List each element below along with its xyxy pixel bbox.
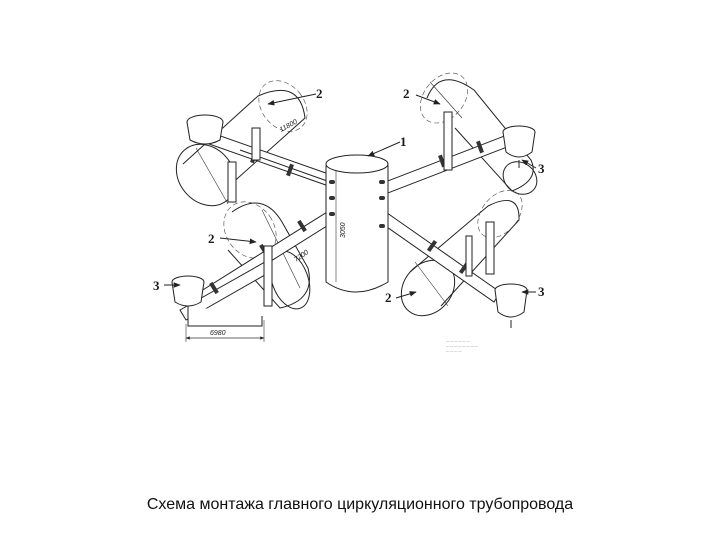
- steam-generator-top-left: [175, 80, 308, 207]
- pump-bottom-left: [171, 275, 205, 307]
- callout-1-reactor: 1: [400, 134, 407, 149]
- callout-2-top-left: 2: [316, 86, 323, 101]
- pipe-run-left-lower: [179, 203, 347, 321]
- pipe-risers: [187, 111, 495, 327]
- callout-3-right-upper: 3: [538, 161, 545, 176]
- dimension-label-3050: 3050: [340, 222, 347, 238]
- callout-2-top-right: 2: [403, 86, 410, 101]
- note-line-3: — — — —: [446, 349, 462, 353]
- faint-note-block: — — — — — — — — — — — — — — — — — —: [446, 339, 479, 353]
- leader-lines: [164, 93, 537, 299]
- note-line-2: — — — — — — — —: [446, 344, 479, 348]
- pump-bottom-right: [494, 283, 528, 328]
- reactor-vessel: [325, 154, 389, 293]
- dimension-label-6980: 6980: [210, 330, 226, 337]
- diagram-caption: Схема монтажа главного циркуляционного т…: [146, 496, 574, 513]
- pipe-run-right-lower: [373, 207, 501, 303]
- pump-top-left: [186, 114, 224, 145]
- pump-top-right: [502, 125, 536, 168]
- dimension-label-7200: 7200: [293, 249, 310, 264]
- steam-generator-top-right: [420, 72, 538, 195]
- note-line-1: — — — — — —: [446, 339, 470, 343]
- callout-2-right-lower: 2: [385, 290, 392, 305]
- callout-3-right-lower: 3: [538, 284, 545, 299]
- callout-3-left-lower: 3: [153, 278, 160, 293]
- dimension-6980: [185, 320, 265, 342]
- callout-2-left-lower: 2: [208, 231, 215, 246]
